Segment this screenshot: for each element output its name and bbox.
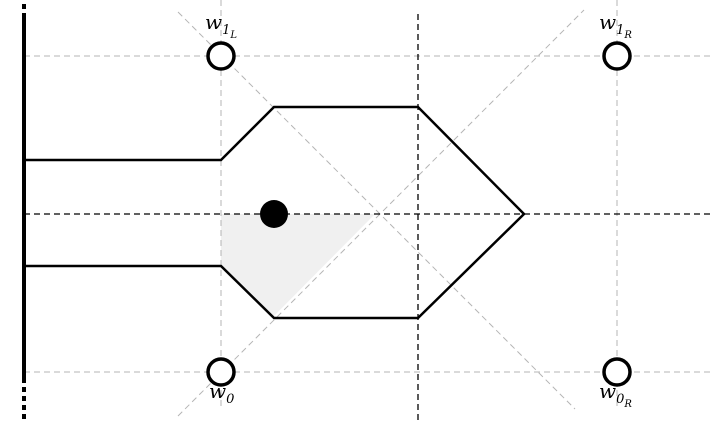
label-w1R: w1R: [599, 10, 632, 41]
label-w1L: w1L: [205, 10, 237, 41]
center-lines: [24, 14, 712, 420]
center-dot: [260, 200, 288, 228]
grid-lines: [24, 0, 712, 417]
node-w1L: [206, 41, 236, 71]
label-w0: w0: [209, 379, 234, 407]
probe-outline: [24, 105, 526, 320]
diagonal-from-bottom-left: [177, 9, 585, 417]
label-w0R: w0R: [599, 379, 632, 410]
node-w0: [206, 357, 236, 387]
node-w1R: [602, 41, 632, 71]
diagonal-from-top-left: [177, 11, 576, 410]
node-w0R: [602, 357, 632, 387]
shaded-region: [221, 214, 375, 360]
